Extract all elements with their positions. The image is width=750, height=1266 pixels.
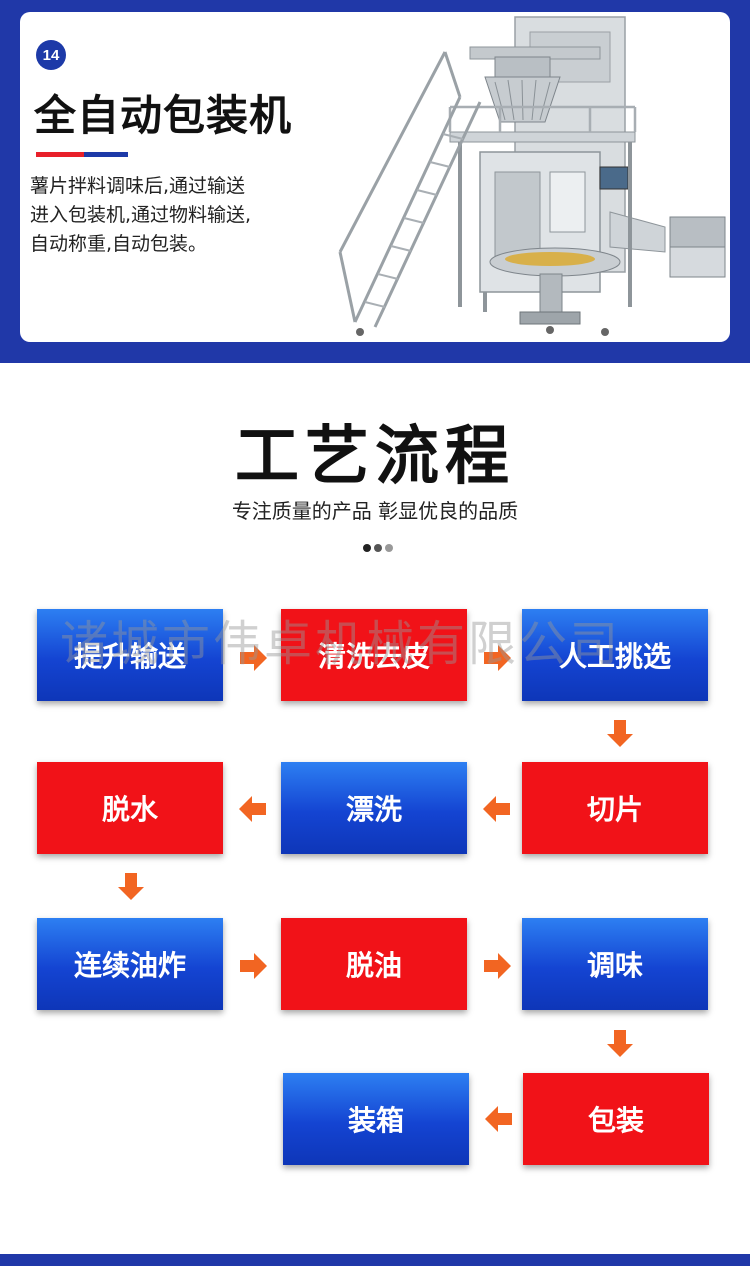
description-line: 薯片拌料调味后,通过输送 bbox=[30, 175, 246, 197]
step-dewatering: 脱水 bbox=[37, 762, 223, 854]
product-card: 14 全自动包装机 薯片拌料调味后,通过输送 进入包装机,通过物料输送, 自动称… bbox=[20, 12, 730, 342]
pagination-dots bbox=[363, 544, 403, 552]
step-deoiling: 脱油 bbox=[281, 918, 467, 1010]
arrow-down-icon bbox=[118, 873, 144, 900]
dot bbox=[363, 544, 371, 552]
title-divider-red bbox=[36, 152, 84, 157]
step-continuous-frying: 连续油炸 bbox=[37, 918, 223, 1010]
description-line: 进入包装机,通过物料输送, bbox=[30, 204, 252, 226]
arrow-right-icon bbox=[240, 645, 267, 671]
product-number-badge: 14 bbox=[36, 40, 66, 70]
arrow-right-icon bbox=[484, 645, 511, 671]
arrow-right-icon bbox=[240, 953, 267, 979]
step-rinsing: 漂洗 bbox=[281, 762, 467, 854]
dot bbox=[374, 544, 382, 552]
arrow-down-icon bbox=[607, 720, 633, 747]
step-manual-sorting: 人工挑选 bbox=[522, 609, 708, 701]
description-line: 自动称重,自动包装。 bbox=[30, 233, 208, 255]
arrow-right-icon bbox=[484, 953, 511, 979]
arrow-left-icon bbox=[485, 1106, 512, 1132]
product-description: 薯片拌料调味后,通过输送 进入包装机,通过物料输送, 自动称重,自动包装。 bbox=[30, 172, 290, 259]
step-packaging: 包装 bbox=[523, 1073, 709, 1165]
step-lifting-conveyor: 提升输送 bbox=[37, 609, 223, 701]
title-divider-blue bbox=[84, 152, 128, 157]
process-subtitle: 专注质量的产品 彰显优良的品质 bbox=[231, 499, 519, 523]
step-seasoning: 调味 bbox=[522, 918, 708, 1010]
product-title: 全自动包装机 bbox=[34, 91, 293, 140]
arrow-left-icon bbox=[483, 796, 510, 822]
arrow-down-icon bbox=[607, 1030, 633, 1057]
step-washing-peeling: 清洗去皮 bbox=[281, 609, 467, 701]
dot bbox=[385, 544, 393, 552]
arrow-left-icon bbox=[239, 796, 266, 822]
step-boxing: 装箱 bbox=[283, 1073, 469, 1165]
process-title: 工艺流程 bbox=[235, 420, 515, 494]
step-slicing: 切片 bbox=[522, 762, 708, 854]
bottom-banner-strip bbox=[0, 1254, 750, 1266]
packaging-machine-image bbox=[338, 16, 726, 336]
